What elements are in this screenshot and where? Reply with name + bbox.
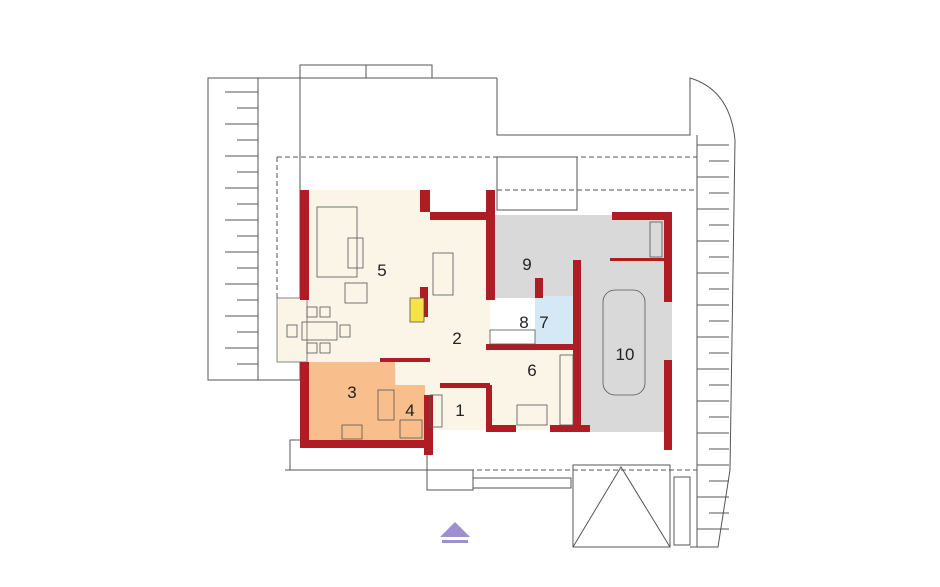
room-7-bath-floor: [535, 296, 575, 348]
dashed-outline: [276, 156, 697, 471]
left-roof-hatching: [225, 91, 258, 365]
room-label-3: 3: [347, 383, 356, 402]
room-label-5: 5: [377, 261, 386, 280]
room-labels: 1 2 3 4 5 6 7 8 9 10: [347, 255, 634, 420]
room-label-9: 9: [522, 255, 531, 274]
room-3-kitchen-floor: [300, 362, 395, 440]
furniture: [286, 206, 663, 440]
room-label-8: 8: [519, 313, 528, 332]
room-label-6: 6: [527, 361, 536, 380]
triangle-up-arrow-icon: [440, 522, 470, 537]
room-label-4: 4: [405, 401, 414, 420]
room-label-2: 2: [452, 329, 461, 348]
right-roof: [496, 77, 736, 548]
room-9-floor: [490, 215, 575, 298]
room-label-10: 10: [616, 345, 635, 364]
right-roof-hatching: [697, 144, 729, 530]
room-label-7: 7: [539, 313, 548, 332]
carport: [572, 464, 671, 548]
room-label-1: 1: [455, 401, 464, 420]
room-10-garage-floor: [575, 215, 672, 432]
car-icon: [602, 289, 646, 396]
top-terrace: [496, 156, 578, 211]
